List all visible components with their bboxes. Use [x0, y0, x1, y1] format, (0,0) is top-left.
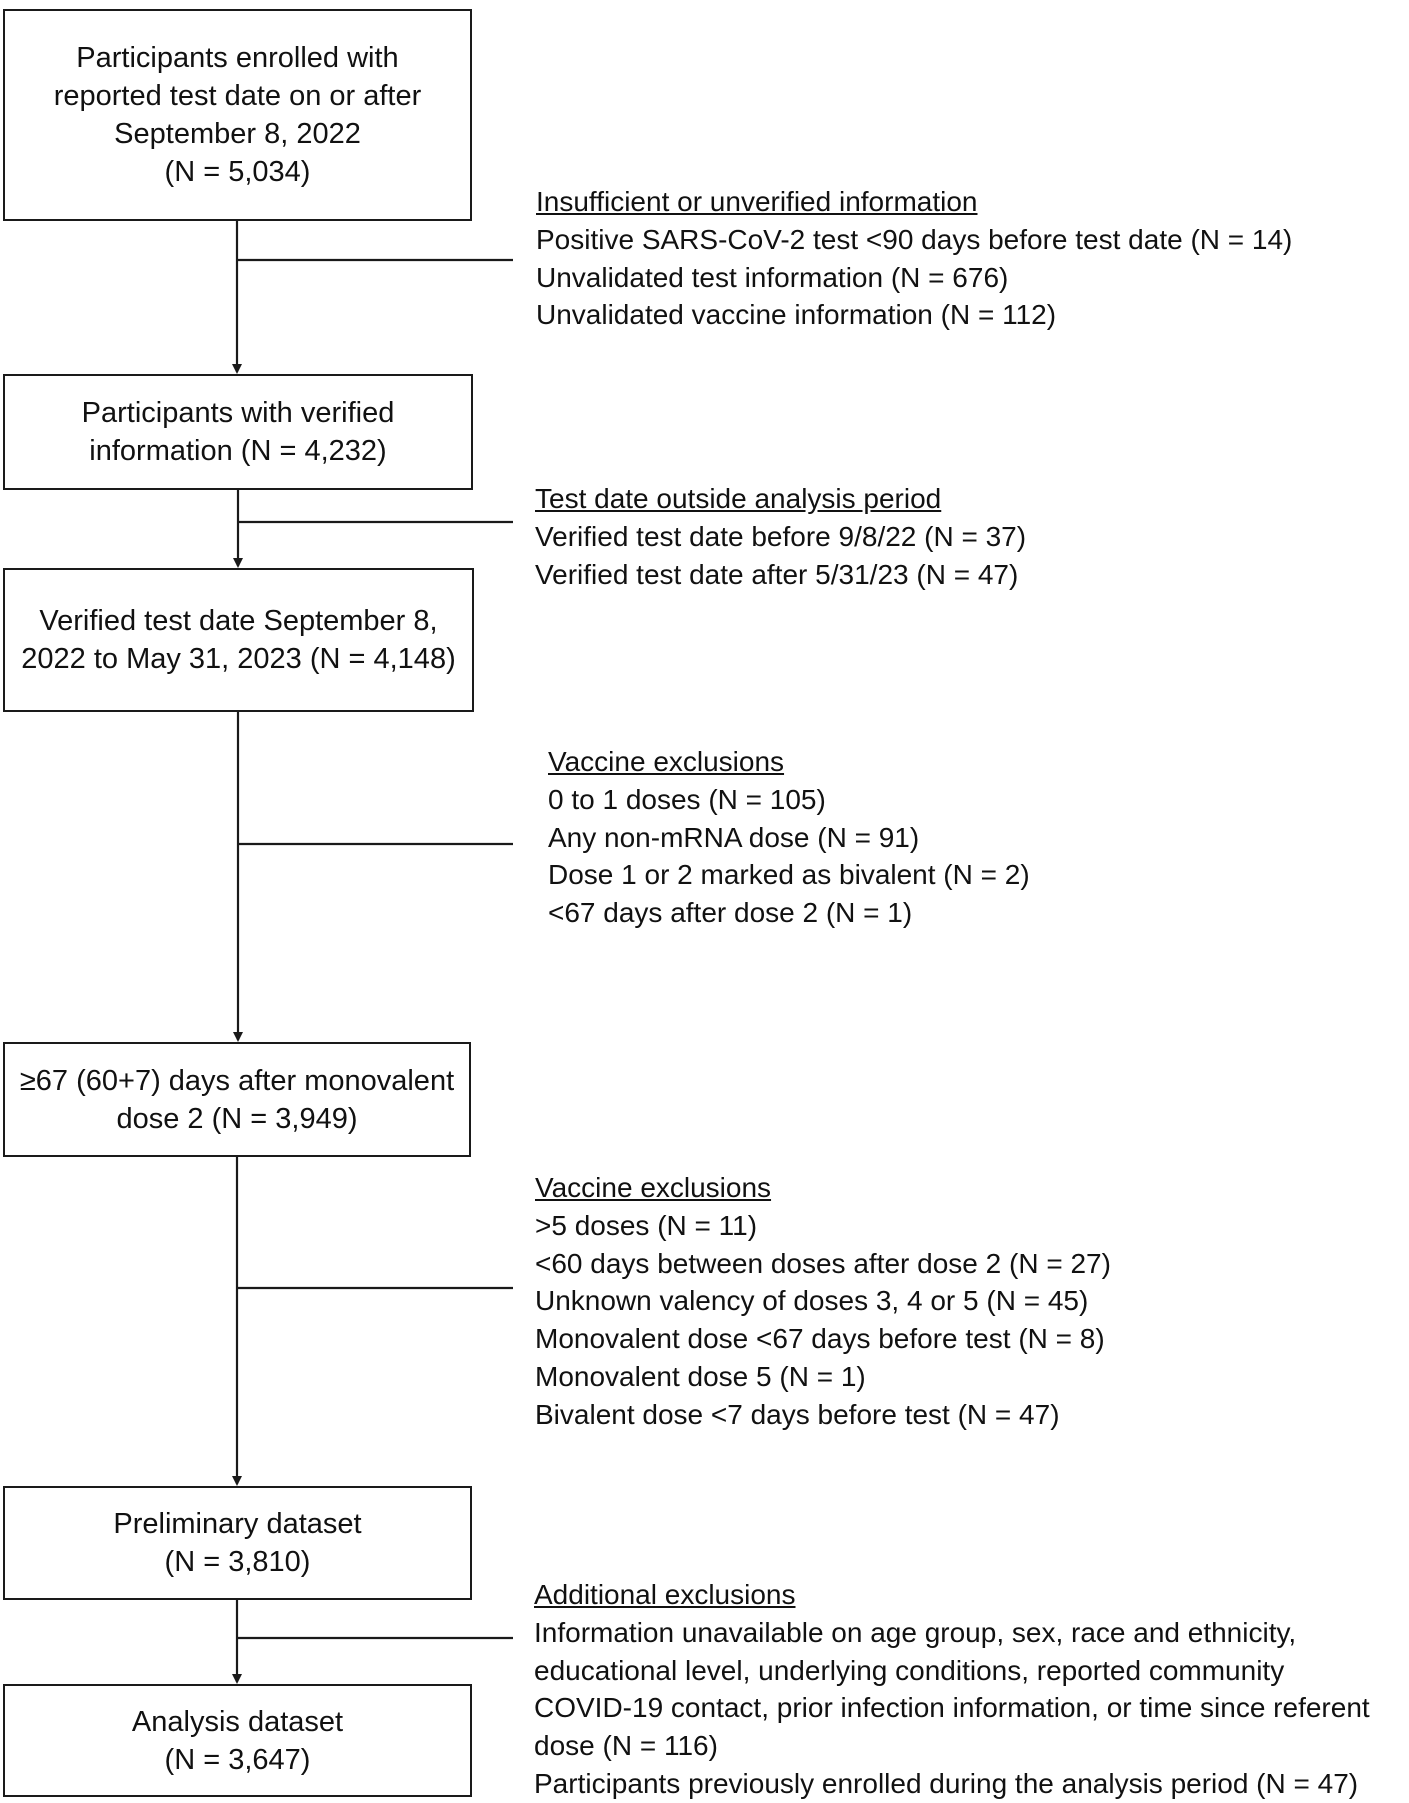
exclusion-item: Information unavailable on age group, se…: [534, 1616, 1297, 1648]
exclusion-item: Unvalidated vaccine information (N = 112…: [536, 299, 1057, 331]
exclusion-item: dose (N = 116): [534, 1730, 718, 1762]
exclusion-heading: Insufficient or unverified information: [536, 186, 978, 217]
dose2-box: ≥67 (60+7) days after monovalent dose 2 …: [3, 1042, 471, 1157]
exclusion-item: COVID-19 contact, prior infection inform…: [534, 1692, 1370, 1724]
exclusion-heading: Vaccine exclusions: [535, 1172, 772, 1203]
preliminary-box: Preliminary dataset (N = 3,810): [3, 1486, 472, 1600]
verified-text: Participants with verified information (…: [81, 397, 395, 467]
exclusion-item: <67 days after dose 2 (N = 1): [548, 897, 913, 929]
exclusion-item: Unvalidated test information (N = 676): [536, 261, 1009, 293]
exclusion-item: Unknown valency of doses 3, 4 or 5 (N = …: [535, 1285, 1089, 1317]
exclusion-item: Participants previously enrolled during …: [534, 1767, 1359, 1799]
verified-box: Participants with verified information (…: [3, 374, 473, 490]
enrolled-text: Participants enrolled with reported test…: [53, 42, 422, 188]
exclusion-block-additional: Additional exclusions Information unavai…: [534, 1576, 1370, 1803]
analysis-text: Analysis dataset (N = 3,647): [131, 1705, 344, 1776]
exclusion-item: Dose 1 or 2 marked as bivalent (N = 2): [548, 859, 1030, 891]
exclusion-heading: Test date outside analysis period: [535, 483, 942, 514]
dose2-text: ≥67 (60+7) days after monovalent dose 2 …: [19, 1064, 455, 1135]
exclusion-item: Bivalent dose <7 days before test (N = 4…: [535, 1398, 1060, 1430]
exclusion-item: Positive SARS-CoV-2 test <90 days before…: [536, 223, 1293, 255]
exclusion-item: >5 doses (N = 11): [535, 1209, 758, 1241]
exclusion-block-vaccine-2: Vaccine exclusions >5 doses (N = 11) <60…: [535, 1169, 1111, 1434]
exclusion-block-test-date: Test date outside analysis period Verifi…: [535, 480, 1026, 593]
exclusion-heading: Vaccine exclusions: [548, 746, 785, 777]
exclusion-item: educational level, underlying conditions…: [534, 1654, 1285, 1686]
exclusion-item: 0 to 1 doses (N = 105): [548, 783, 826, 815]
exclusion-heading: Additional exclusions: [534, 1579, 796, 1610]
analysis-box: Analysis dataset (N = 3,647): [3, 1684, 472, 1797]
exclusion-block-vaccine-1: Vaccine exclusions 0 to 1 doses (N = 105…: [548, 743, 1030, 932]
exclusion-block-unverified: Insufficient or unverified information P…: [536, 183, 1292, 334]
enrolled-box: Participants enrolled with reported test…: [3, 9, 472, 221]
test-date-box: Verified test date September 8, 2022 to …: [3, 568, 474, 712]
exclusion-item: Monovalent dose 5 (N = 1): [535, 1360, 866, 1392]
preliminary-text: Preliminary dataset (N = 3,810): [113, 1508, 362, 1578]
exclusion-item: Monovalent dose <67 days before test (N …: [535, 1323, 1105, 1355]
test-date-text: Verified test date September 8, 2022 to …: [21, 605, 456, 675]
exclusion-item: Any non-mRNA dose (N = 91): [548, 821, 920, 853]
exclusion-item: Verified test date before 9/8/22 (N = 37…: [535, 520, 1027, 552]
exclusion-item: Verified test date after 5/31/23 (N = 47…: [535, 558, 1019, 590]
exclusion-item: <60 days between doses after dose 2 (N =…: [535, 1247, 1111, 1279]
